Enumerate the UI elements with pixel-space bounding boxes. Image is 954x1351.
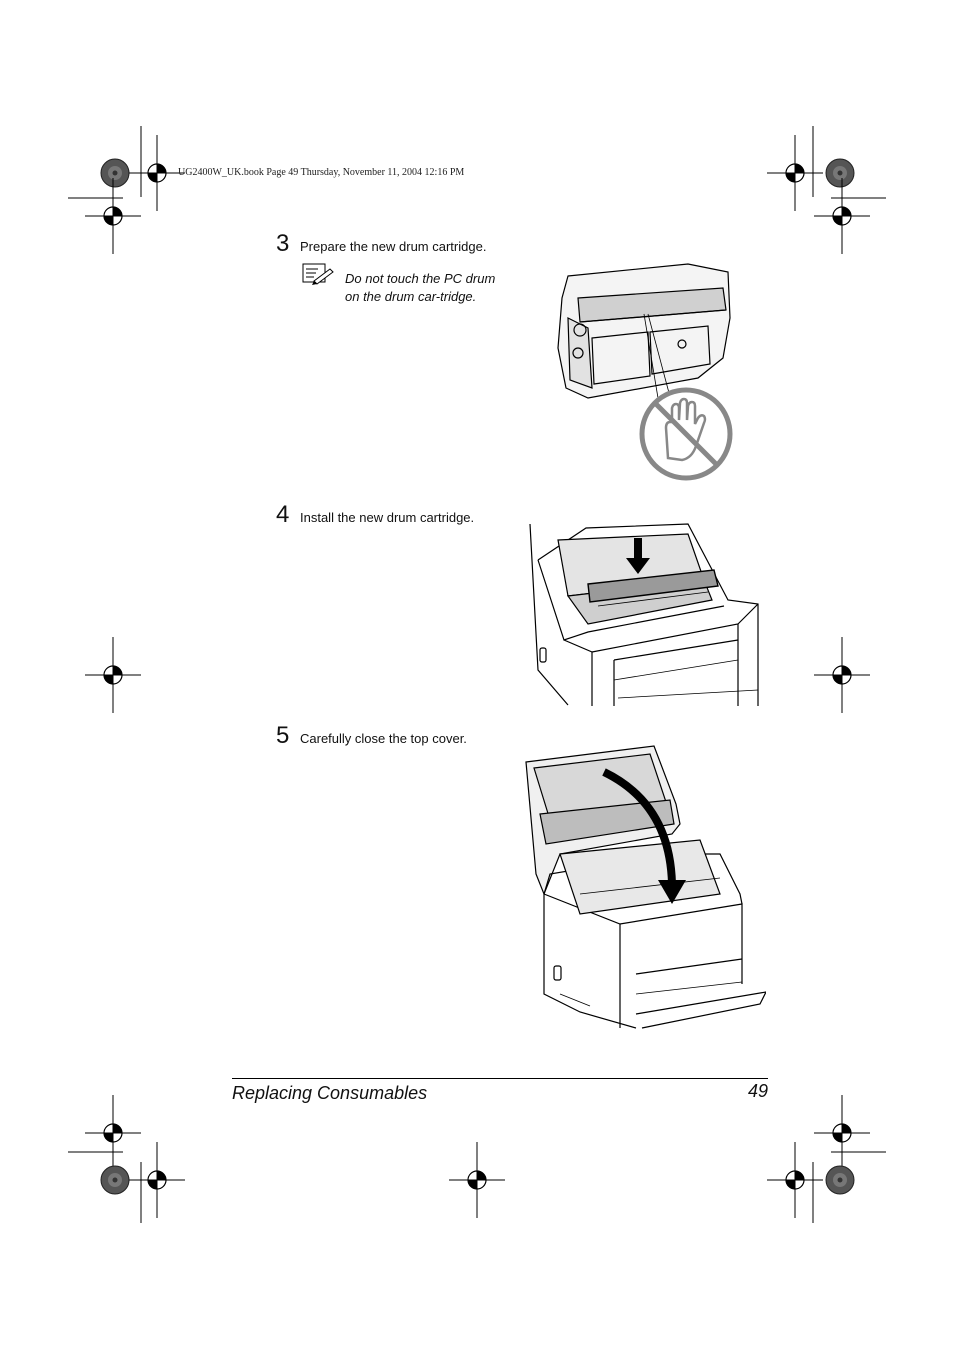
note-text: Do not touch the PC drum on the drum car… xyxy=(345,271,496,304)
note-pencil-icon xyxy=(302,263,334,285)
install-drum-figure xyxy=(529,523,759,706)
step-3-text: Prepare the new drum cartridge. xyxy=(300,239,487,254)
footer-page-number: 49 xyxy=(747,1081,768,1101)
footer-rule xyxy=(232,1078,768,1079)
step-5-number: 5 xyxy=(276,722,290,749)
step-4-number: 4 xyxy=(276,501,290,528)
drum-cartridge-figure xyxy=(557,263,733,481)
step-3-number: 3 xyxy=(276,230,290,257)
close-cover-figure xyxy=(525,745,766,1029)
down-arrow-icon xyxy=(626,538,650,574)
step-5-text: Carefully close the top cover. xyxy=(300,731,467,746)
book-info-header: UG2400W_UK.book Page 49 Thursday, Novemb… xyxy=(178,167,465,178)
step-4-text: Install the new drum cartridge. xyxy=(300,510,475,525)
no-touch-hand-icon xyxy=(639,387,733,481)
footer-section-title: Replacing Consumables xyxy=(232,1083,428,1103)
curved-arrow-icon xyxy=(602,768,686,904)
